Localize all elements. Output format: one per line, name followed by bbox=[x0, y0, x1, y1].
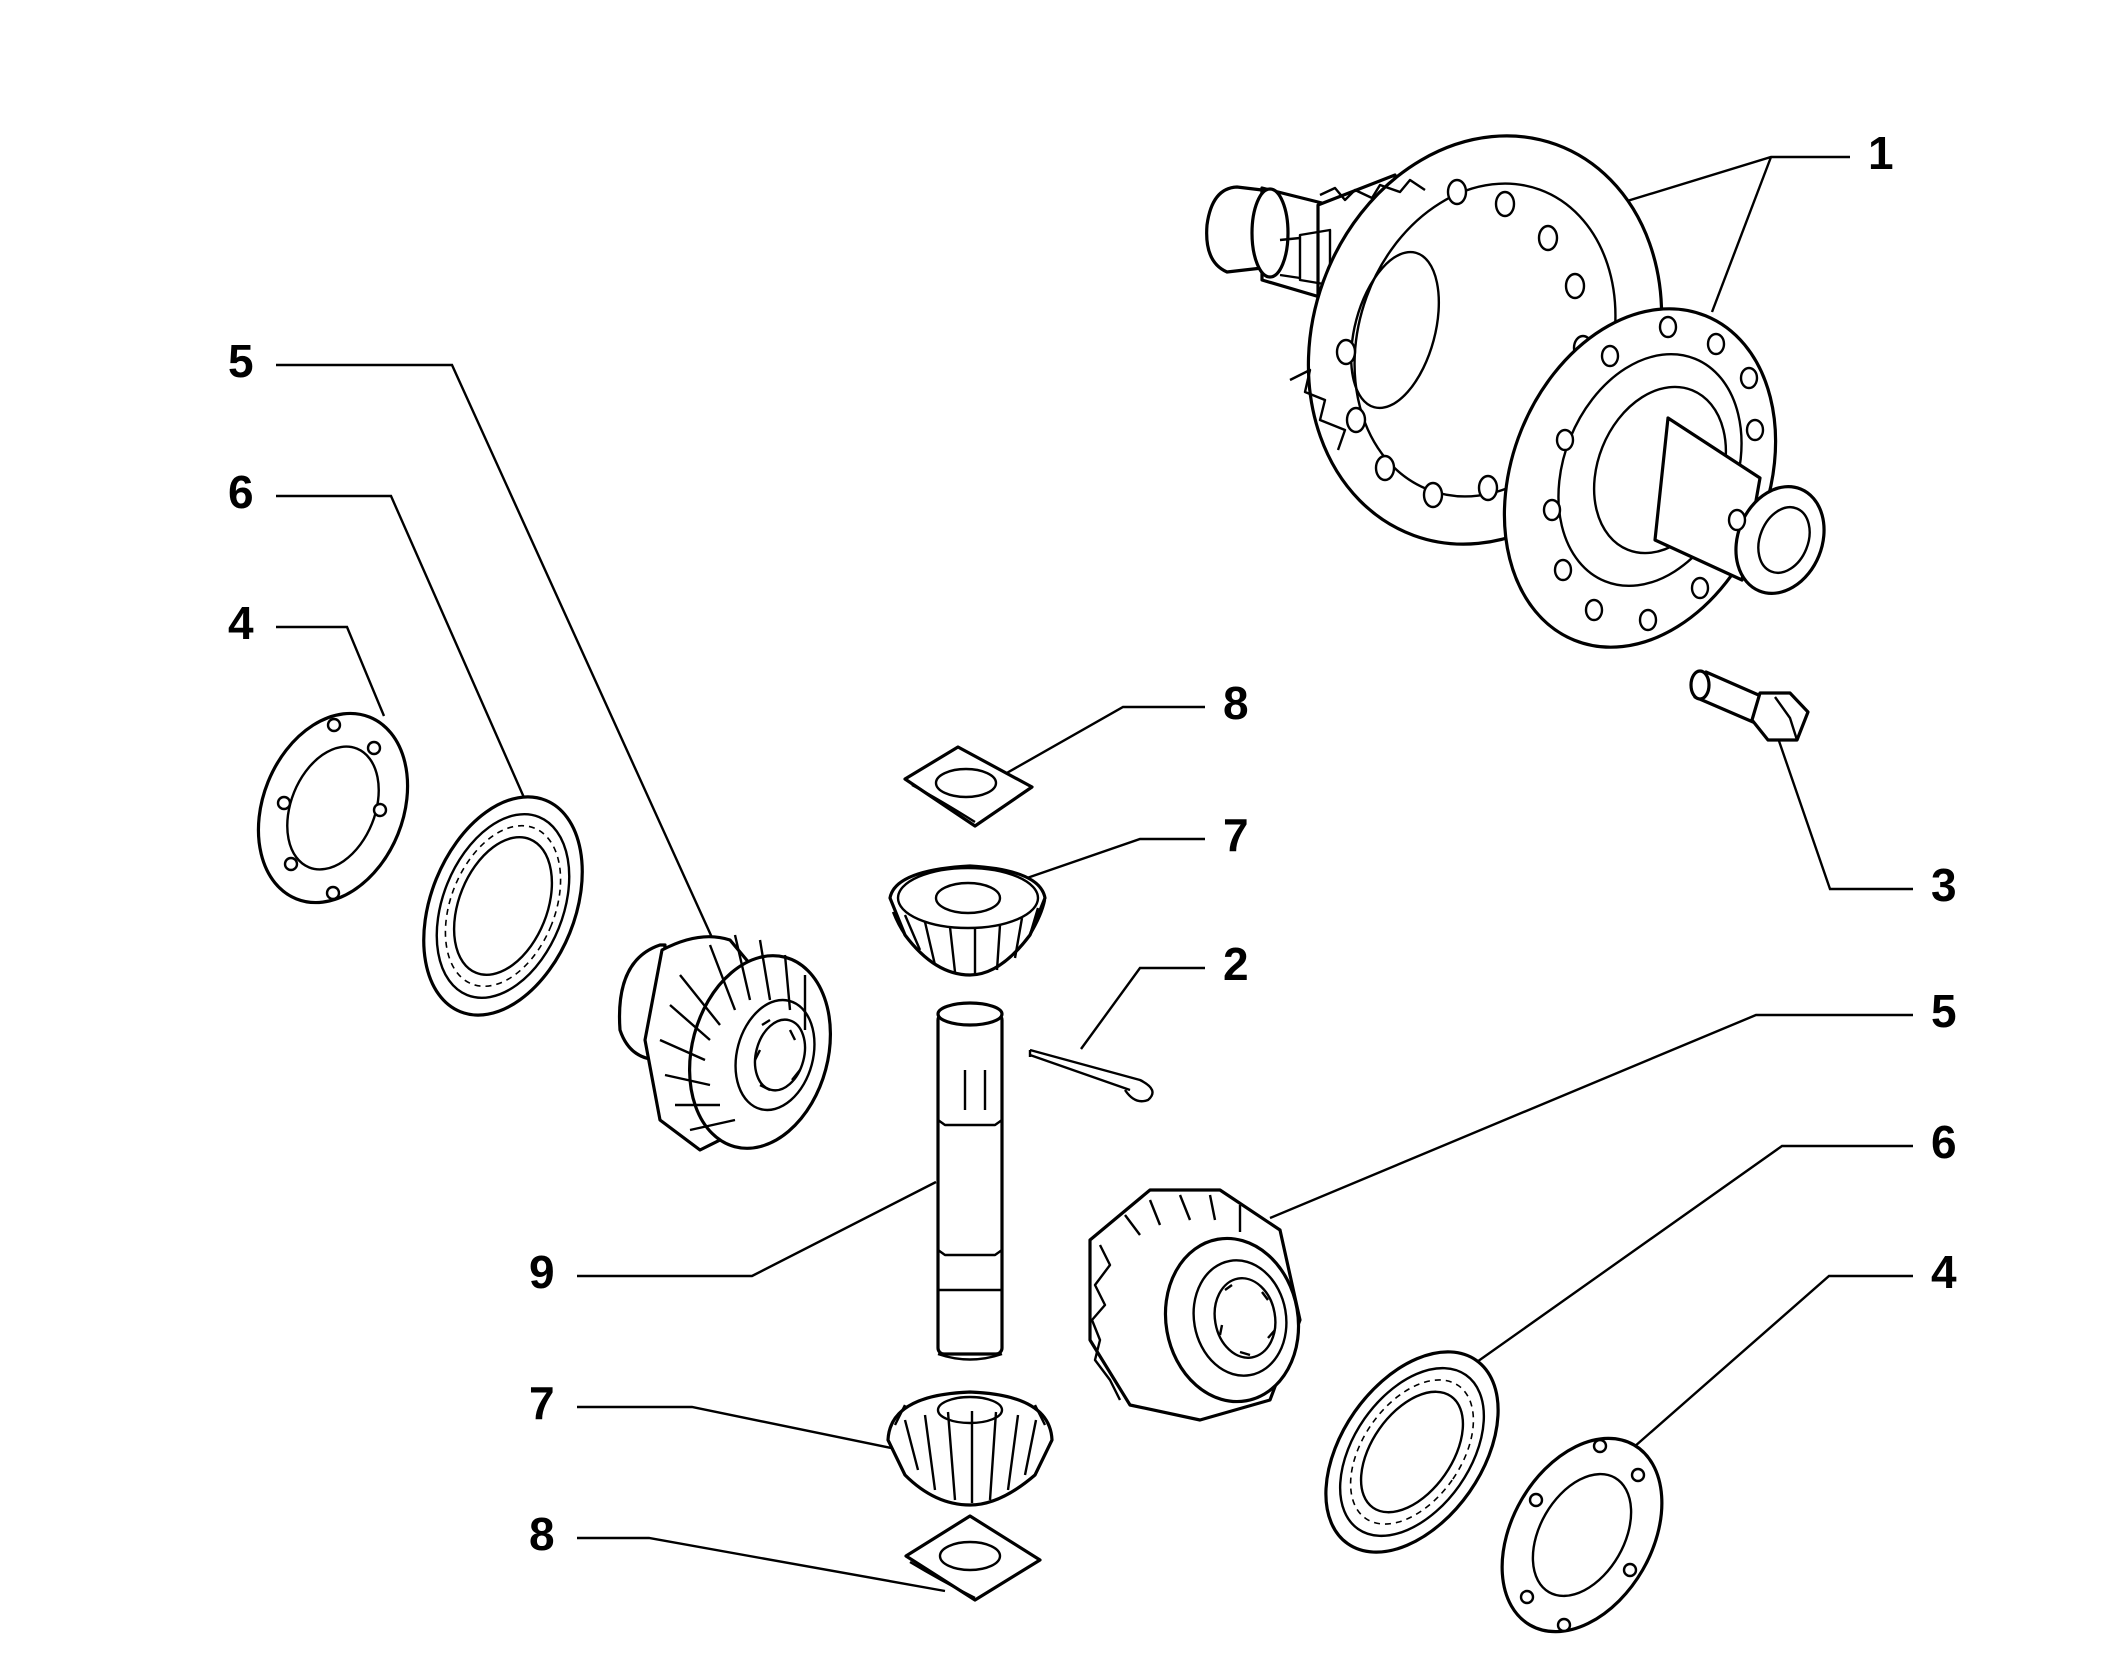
differential-housing-half-right bbox=[1502, 307, 1826, 649]
callout-9: 9 bbox=[529, 1246, 555, 1298]
callout-labels: 1 2 3 4 4 5 5 6 6 7 7 8 8 9 bbox=[228, 127, 1957, 1560]
leader-5b bbox=[1269, 1013, 1913, 1220]
spherical-washer-bottom bbox=[904, 1514, 1042, 1602]
leader-9 bbox=[577, 1180, 937, 1278]
cotter-pin bbox=[1028, 1048, 1154, 1103]
thrust-bearing-right bbox=[1324, 1350, 1500, 1554]
callout-5-right: 5 bbox=[1931, 985, 1957, 1037]
leader-1b bbox=[1710, 156, 1773, 313]
leader-4a bbox=[276, 625, 386, 717]
callout-4-right: 4 bbox=[1931, 1246, 1957, 1298]
leader-3 bbox=[1777, 740, 1913, 891]
cover-bolt-holes bbox=[1542, 315, 1765, 632]
spherical-washer-top bbox=[903, 745, 1034, 828]
callout-8-top: 8 bbox=[1223, 677, 1249, 729]
leader-7a bbox=[1026, 837, 1205, 880]
leader-8a bbox=[1004, 705, 1205, 776]
pinion-shaft bbox=[936, 1001, 1004, 1361]
leader-6b bbox=[1449, 1144, 1913, 1382]
callout-7-top: 7 bbox=[1223, 809, 1249, 861]
leader-lines bbox=[276, 155, 1913, 1593]
callout-3: 3 bbox=[1931, 859, 1957, 911]
leader-6a bbox=[276, 494, 535, 819]
leader-2 bbox=[1080, 966, 1205, 1050]
leader-5a bbox=[276, 363, 716, 943]
bolt bbox=[1689, 669, 1810, 742]
side-gear-right bbox=[1088, 1188, 1302, 1422]
callout-7-bottom: 7 bbox=[529, 1377, 555, 1429]
leader-7b bbox=[577, 1405, 897, 1451]
thrust-bearing-left bbox=[422, 795, 584, 1017]
planet-pinion-bottom bbox=[886, 1390, 1054, 1507]
planet-pinion-top bbox=[888, 864, 1047, 977]
leader-4b bbox=[1633, 1274, 1913, 1448]
flat-washer-right bbox=[1500, 1436, 1664, 1634]
callout-6-left: 6 bbox=[228, 466, 254, 518]
flat-washer-left bbox=[256, 711, 410, 905]
callout-6-right: 6 bbox=[1931, 1116, 1957, 1168]
callout-2: 2 bbox=[1223, 938, 1249, 990]
callout-5-left: 5 bbox=[228, 335, 254, 387]
side-gear-left bbox=[617, 934, 833, 1152]
callout-1: 1 bbox=[1868, 127, 1894, 179]
leader-8b bbox=[577, 1536, 946, 1593]
callout-4-left: 4 bbox=[228, 597, 254, 649]
callout-8-bottom: 8 bbox=[529, 1508, 555, 1560]
housing-bolt-holes bbox=[1335, 178, 1594, 509]
